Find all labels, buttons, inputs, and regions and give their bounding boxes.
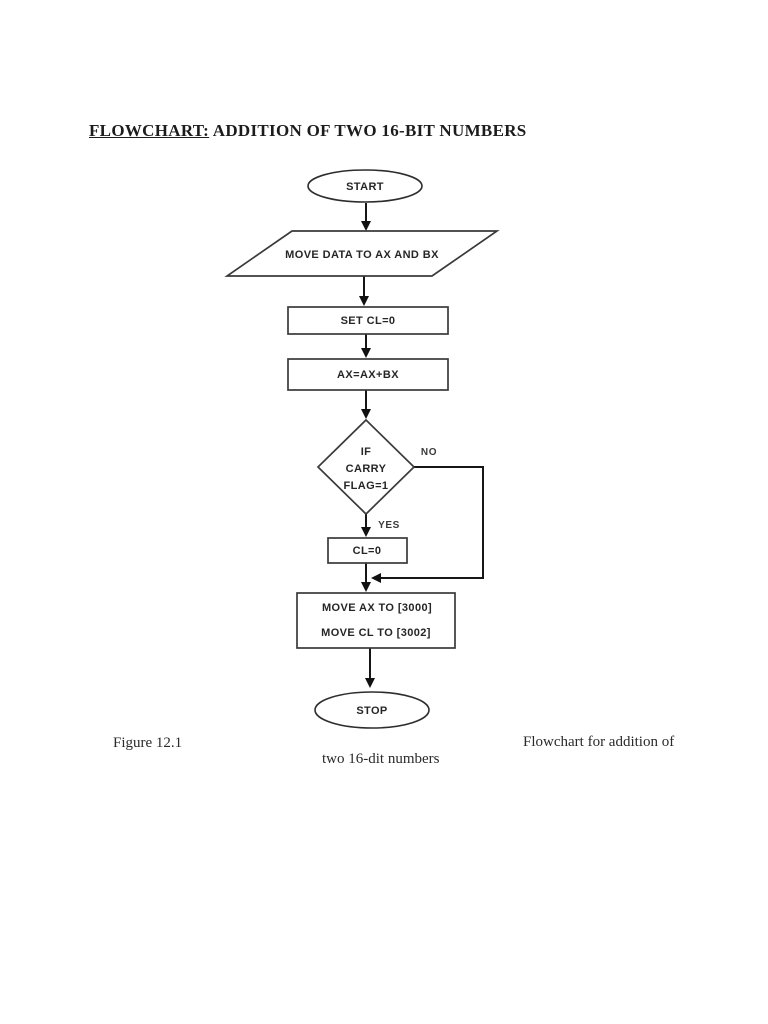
arrowhead-icon	[361, 221, 371, 231]
node-add: AX=AX+BX	[287, 358, 449, 391]
process-rect-shape	[287, 306, 449, 335]
arrowhead-icon	[361, 409, 371, 419]
node-stop: STOP	[314, 691, 430, 729]
cl-zero-label: CL=0	[353, 545, 382, 557]
page-title-keyword: FLOWCHART:	[89, 121, 210, 140]
page-title-rest: ADDITION OF TWO 16-BIT NUMBERS	[209, 121, 527, 140]
decision-line-2: CARRY	[346, 463, 387, 475]
node-move-data: MOVE DATA TO AX AND BX	[224, 230, 500, 277]
node-cl-zero: CL=0	[327, 537, 408, 564]
stop-terminator-shape	[314, 691, 430, 729]
node-decision: IF CARRY FLAG=1	[316, 418, 416, 516]
stop-label: STOP	[356, 705, 387, 717]
set-cl-label: SET CL=0	[341, 315, 396, 327]
node-set-cl: SET CL=0	[287, 306, 449, 335]
decision-diamond-shape	[316, 418, 416, 516]
node-store: MOVE AX TO [3000] MOVE CL TO [3002]	[296, 592, 456, 649]
arrowhead-icon	[361, 527, 371, 537]
figure-caption-line2: two 16-dit numbers	[322, 751, 440, 767]
arrowhead-icon	[359, 296, 369, 306]
node-start: START	[307, 169, 423, 203]
branch-label-yes: YES	[378, 520, 400, 531]
process-rect-shape	[287, 358, 449, 391]
arrowhead-icon	[371, 573, 381, 583]
add-label: AX=AX+BX	[337, 369, 399, 381]
arrowhead-icon	[361, 348, 371, 358]
edge-decision-no	[381, 466, 484, 579]
branch-label-no: NO	[421, 447, 437, 458]
arrowhead-icon	[361, 582, 371, 592]
io-parallelogram-shape	[224, 230, 500, 277]
start-label: START	[346, 181, 384, 193]
page-title: FLOWCHART: ADDITION OF TWO 16-BIT NUMBER…	[89, 121, 527, 141]
figure-number: Figure 12.1	[113, 735, 183, 751]
store-line-1: MOVE AX TO [3000]	[322, 602, 432, 614]
move-data-label: MOVE DATA TO AX AND BX	[285, 249, 439, 261]
decision-line-3: FLAG=1	[344, 480, 389, 492]
flow-connectors: NO YES	[359, 203, 484, 688]
store-line-2: MOVE CL TO [3002]	[321, 627, 431, 639]
start-terminator-shape	[307, 169, 423, 203]
arrowhead-icon	[365, 678, 375, 688]
process-rect-shape	[327, 537, 408, 564]
figure-caption-line1: Flowchart for addition of	[523, 734, 675, 750]
decision-line-1: IF	[361, 446, 372, 458]
process-rect-shape	[296, 592, 456, 649]
